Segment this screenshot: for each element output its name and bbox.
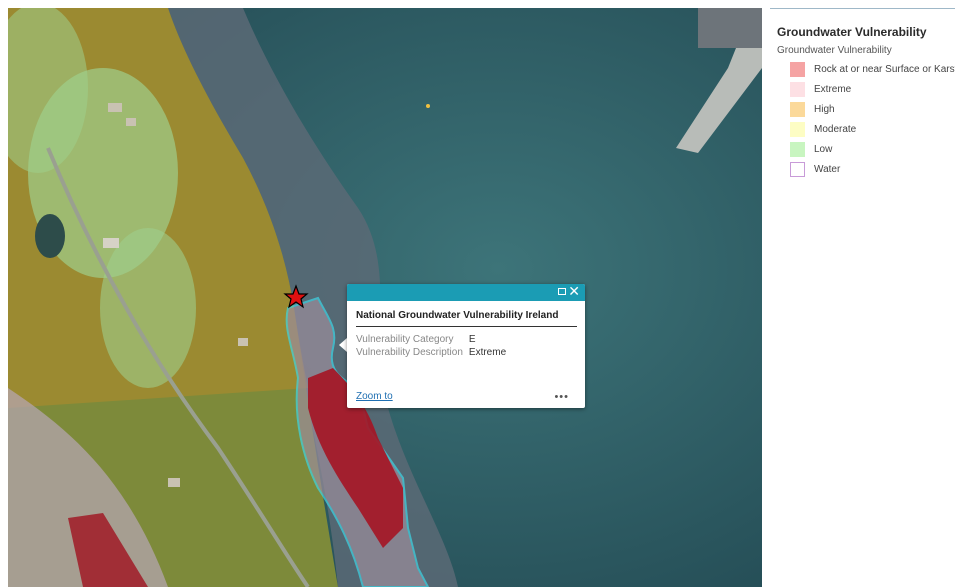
low-vulnerability-zone-2 [100,228,196,388]
map-view[interactable]: ✕ National Groundwater Vulnerability Ire… [8,8,762,587]
aerial-imagery [8,8,762,587]
extreme-vulnerability-zone [8,388,168,587]
road [46,147,310,587]
legend-swatch [790,161,805,177]
building [238,338,248,346]
popup-header: ✕ [347,283,585,301]
building [126,118,136,126]
legend-swatch [790,61,805,77]
building [103,238,119,248]
legend-swatch [790,121,805,137]
feature-popup: ✕ National Groundwater Vulnerability Ire… [347,283,585,408]
legend-swatch [790,101,805,117]
legend-label: Rock at or near Surface or Karst [814,63,955,75]
legend-swatch [790,81,805,97]
legend-item: Low [777,139,955,159]
popup-title: National Groundwater Vulnerability Irela… [356,310,577,327]
building [108,103,122,112]
table-row: Vulnerability Description Extreme [356,346,506,359]
rocky-shore [158,8,458,587]
legend-item: Extreme [777,79,955,99]
legend-layer-name: Groundwater Vulnerability [777,45,892,56]
table-row: Vulnerability Category E [356,333,506,346]
legend-list: Rock at or near Surface or Karst Extreme… [777,59,955,179]
more-options-icon[interactable]: ••• [554,391,569,403]
attribute-table: Vulnerability Category E Vulnerability D… [356,333,506,359]
attribute-value: Extreme [468,347,507,358]
pond [35,214,65,258]
legend-item: Rock at or near Surface or Karst [777,59,955,79]
harbour-car-park [698,8,762,48]
pier [676,18,762,153]
attribute-key: Vulnerability Description [356,347,463,358]
legend-item: Moderate [777,119,955,139]
legend-label: Low [814,143,833,155]
legend-label: Water [814,163,841,175]
location-marker-icon[interactable] [283,284,309,309]
legend-label: High [814,103,835,115]
legend-label: Extreme [814,83,852,95]
popup-pointer [339,338,347,352]
close-icon[interactable]: ✕ [568,283,580,299]
legend-item: Water [777,159,955,179]
legend-item: High [777,99,955,119]
attribute-key: Vulnerability Category [356,334,454,345]
maximize-icon[interactable] [558,288,566,295]
zoom-to-link[interactable]: Zoom to [356,391,393,402]
rock-at-surface-zone-shore [308,368,403,548]
legend-swatch [790,141,805,157]
legend-panel: Groundwater Vulnerability Groundwater Vu… [770,8,955,587]
legend-title: Groundwater Vulnerability [777,25,927,39]
building [168,478,180,487]
rock-at-surface-zone [68,513,148,587]
low-vulnerability-zone-3 [8,8,88,173]
legend-label: Moderate [814,123,857,135]
attribute-value: E [468,334,476,345]
boat [426,104,430,108]
